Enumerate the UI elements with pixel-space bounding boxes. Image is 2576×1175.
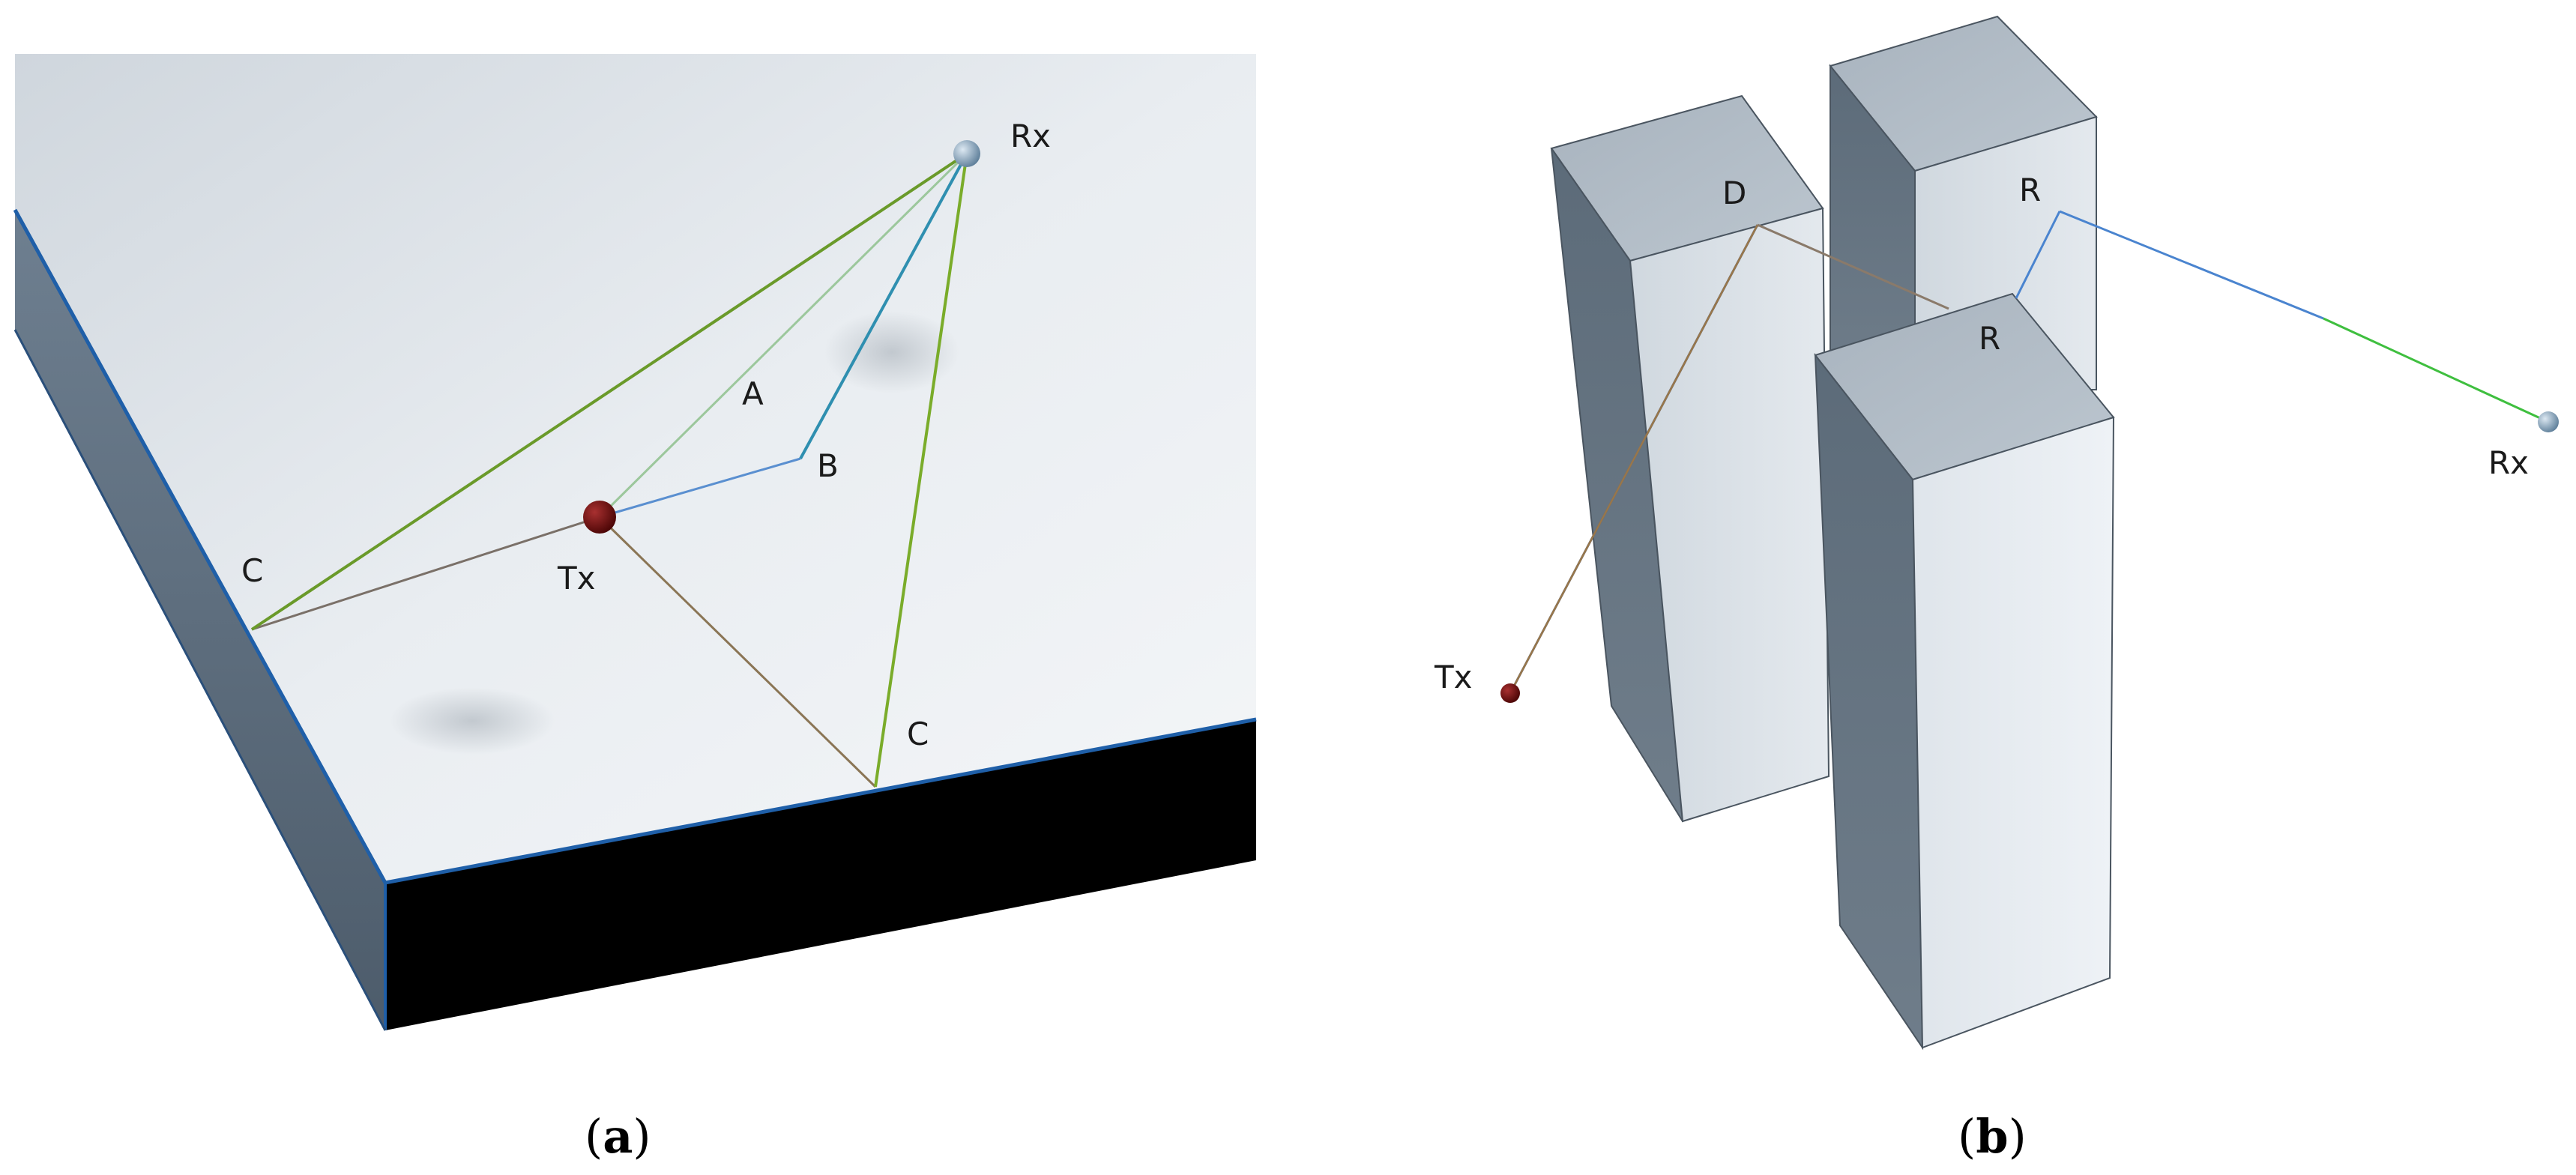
point-c-right-label: C xyxy=(907,716,929,752)
ray-tx-to-c-right xyxy=(598,516,877,788)
caption-a: (a) xyxy=(585,1109,651,1164)
caption-b: (b) xyxy=(1958,1109,2027,1164)
panel-b: D R R Tx Rx (b) xyxy=(1434,15,2559,1164)
building-left xyxy=(1550,94,1830,823)
slab-left-face xyxy=(15,210,385,1030)
point-b-label: B xyxy=(817,447,839,484)
slab-front-face xyxy=(385,719,1256,1030)
point-r-top-label: R xyxy=(2019,172,2041,208)
panel-a: Rx Tx A B C C (a) xyxy=(13,54,1257,1164)
slab-bottom-edge xyxy=(13,329,387,1031)
tx-node xyxy=(583,501,616,534)
tx-label: Tx xyxy=(557,560,596,596)
ray-c-right-to-rx xyxy=(874,153,968,788)
point-r-front-label: R xyxy=(1979,320,2000,357)
ray-r-front-to-r-top xyxy=(2015,211,2061,299)
soft-shadow xyxy=(390,687,555,755)
ray-tx-to-b xyxy=(599,457,801,519)
ray-tx-to-a xyxy=(598,152,968,519)
ray-d-to-r-front xyxy=(1757,223,1949,310)
rx-label: Rx xyxy=(1010,118,1051,154)
ray-r-top-to-rx-green xyxy=(2323,317,2549,423)
slab-top-surface xyxy=(15,54,1256,883)
rx-label: Rx xyxy=(2488,444,2529,481)
ray-tx-to-d-brown xyxy=(1509,224,1758,694)
tx-node xyxy=(1500,683,1520,703)
point-c-left-label: C xyxy=(241,552,263,589)
point-d-label: D xyxy=(1722,175,1746,211)
ray-r-top-to-rx-blue xyxy=(2059,210,2324,320)
rx-node xyxy=(2538,411,2559,432)
soft-shadow xyxy=(824,311,959,393)
point-a-label: A xyxy=(742,375,764,412)
building-front xyxy=(1814,292,2115,1051)
ray-c-left-to-rx xyxy=(250,152,968,631)
ray-tx-to-c-left xyxy=(251,516,600,631)
ray-b-to-rx xyxy=(799,153,968,459)
tx-label: Tx xyxy=(1434,659,1473,695)
rx-node xyxy=(953,140,980,167)
building-front-face xyxy=(1911,416,2115,1049)
